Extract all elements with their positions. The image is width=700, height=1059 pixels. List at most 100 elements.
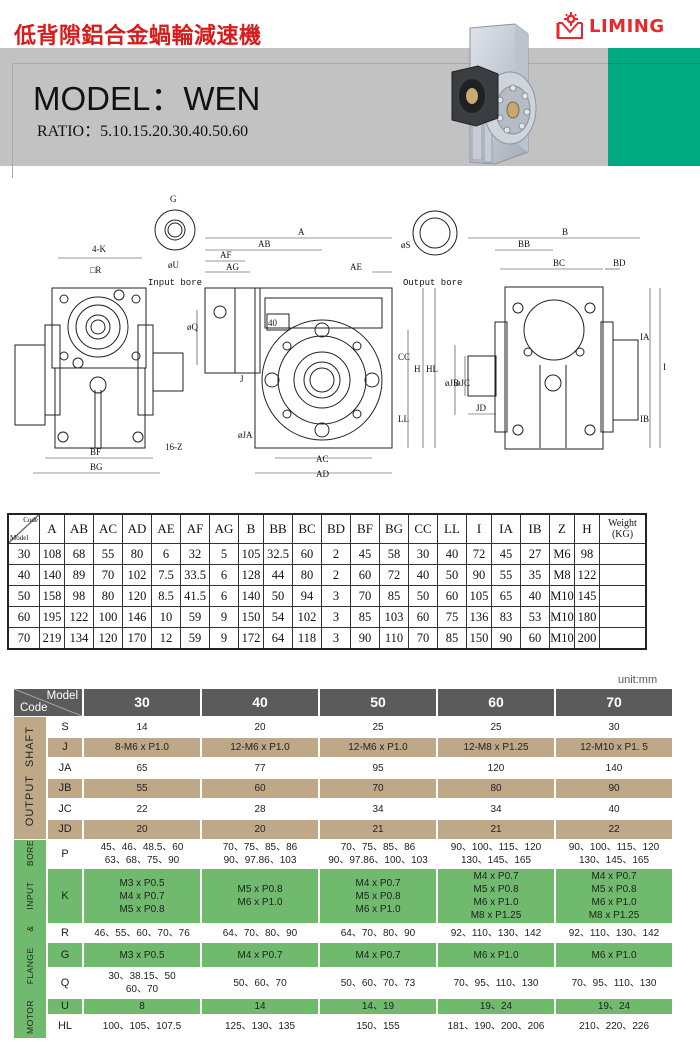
value-cell: 40 xyxy=(556,799,674,820)
column-header: H xyxy=(574,513,600,544)
value-cell: 65 xyxy=(84,758,202,779)
group-label: OUTPUT SHAFT xyxy=(23,725,36,827)
column-header: AC xyxy=(93,513,123,544)
column-header: Z xyxy=(549,513,575,544)
corner-code-label: Code xyxy=(23,516,38,524)
value-cell: 83 xyxy=(491,606,521,628)
value-cell: 89 xyxy=(64,564,94,586)
corner-model-label: Model xyxy=(46,690,78,702)
value-cell: 150 xyxy=(238,606,264,628)
dim-label-j: J xyxy=(240,374,244,384)
code-cell: K xyxy=(48,869,84,925)
value-cell: 75 xyxy=(437,606,467,628)
value-cell: 85 xyxy=(379,585,409,607)
dim-label-s: øS xyxy=(401,240,411,250)
dim-label-bc: BC xyxy=(553,258,565,268)
unit-label: unit:mm xyxy=(618,674,658,686)
value-cell: 22 xyxy=(84,799,202,820)
value-cell: 122 xyxy=(574,564,600,586)
value-cell: 20 xyxy=(84,820,202,840)
value-cell: 8.5 xyxy=(151,585,181,607)
dim-label-g: G xyxy=(170,194,177,204)
value-cell: 14 xyxy=(202,999,320,1016)
brand-name: LIMING xyxy=(589,15,665,37)
column-header: A xyxy=(39,513,65,544)
value-cell: 58 xyxy=(379,543,409,565)
value-cell: 30 xyxy=(408,543,438,565)
value-cell: 12-M8 x P1.25 xyxy=(438,738,556,758)
brand-logo: LIMING xyxy=(555,12,665,40)
weight-header-line2: (KG) xyxy=(611,529,634,540)
value-cell: 98 xyxy=(64,585,94,607)
value-cell: 32 xyxy=(180,543,210,565)
value-cell: 7.5 xyxy=(151,564,181,586)
value-line: M5 x P0.8 xyxy=(355,890,401,902)
value-cell: 59 xyxy=(180,606,210,628)
value-line: 60、70 xyxy=(125,984,159,996)
value-cell: 6 xyxy=(209,585,239,607)
dim-label-z: 16-Z xyxy=(165,442,183,452)
column-header: BF xyxy=(350,513,380,544)
value-cell: 170 xyxy=(122,627,152,650)
value-cell: M4 x P0.7 xyxy=(320,943,438,969)
value-line: 90、100、115、120 xyxy=(450,842,542,854)
value-line: 90、97.86、103 xyxy=(223,855,297,867)
value-cell: 22 xyxy=(556,820,674,840)
value-line: M6 x P1.0 xyxy=(355,903,401,915)
code-cell: P xyxy=(48,840,84,870)
value-cell: 14 xyxy=(84,717,202,738)
value-cell: M10 xyxy=(549,606,575,628)
value-cell: 100、105、107.5 xyxy=(84,1015,202,1039)
dim-label-ag: AG xyxy=(226,262,239,272)
value-cell: 118 xyxy=(292,627,322,650)
value-line: M5 x P0.8 xyxy=(119,903,165,915)
gear-logo-icon xyxy=(556,12,583,39)
value-cell: M6 x P1.0 xyxy=(438,943,556,969)
value-cell: 25 xyxy=(320,717,438,738)
code-cell: HL xyxy=(48,1015,84,1039)
value-cell: 28 xyxy=(202,799,320,820)
value-line: M4 x P0.7 xyxy=(355,877,401,889)
dim-label-ac: AC xyxy=(316,454,329,464)
corner-cell: Code Model xyxy=(7,513,40,544)
value-cell: 181、190、200、206 xyxy=(438,1015,556,1039)
value-cell: 9 xyxy=(209,627,239,650)
value-cell: 102 xyxy=(122,564,152,586)
value-cell: 140 xyxy=(556,758,674,779)
value-cell: 70、95、110、130 xyxy=(438,968,556,1000)
dim-label-cc: CC xyxy=(398,352,410,362)
dim-label-ja: øJA xyxy=(238,430,253,440)
size-tag: 40 xyxy=(268,318,278,328)
value-cell: 14、19 xyxy=(320,999,438,1016)
value-cell: M10 xyxy=(549,627,575,650)
model-header: 70 xyxy=(556,689,674,717)
value-line: 130、145、165 xyxy=(460,855,532,867)
value-cell: 140 xyxy=(39,564,65,586)
value-line: 70、75、85、86 xyxy=(340,842,416,854)
value-cell: 3 xyxy=(321,585,351,607)
dim-label-b: B xyxy=(562,227,568,237)
dim-label-h: H xyxy=(414,364,421,374)
banner-rule xyxy=(12,63,608,64)
value-cell: 60 xyxy=(408,606,438,628)
value-cell: 122 xyxy=(64,606,94,628)
value-line: M4 x P0.7 xyxy=(119,890,165,902)
value-cell: 50 xyxy=(437,564,467,586)
value-cell: 8-M6 x P1.0 xyxy=(84,738,202,758)
value-line: M6 x P1.0 xyxy=(237,897,283,909)
value-cell: 12 xyxy=(151,627,181,650)
value-cell: 53 xyxy=(520,606,550,628)
code-cell: JC xyxy=(48,799,84,820)
model-title: MODEL：WEN xyxy=(33,80,261,117)
